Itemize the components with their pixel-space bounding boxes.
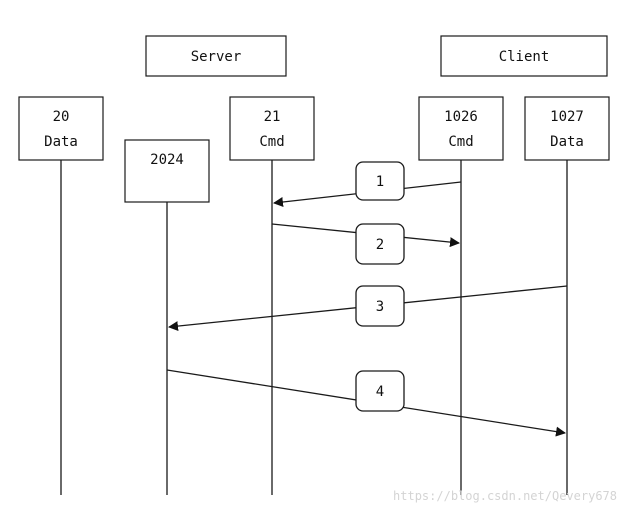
step-badge <box>355 223 405 265</box>
port-role: Cmd <box>448 134 473 150</box>
port-box-1026: 1026 Cmd <box>418 96 504 161</box>
step-badge <box>355 370 405 412</box>
port-role: Cmd <box>259 134 284 150</box>
port-box-20: 20 Data <box>18 96 104 161</box>
port-number: 20 <box>53 109 70 125</box>
server-group-header: Server <box>145 35 287 77</box>
message-4: 4 <box>166 369 566 437</box>
step-number: 4 <box>376 384 384 400</box>
message-1: 1 <box>273 161 462 207</box>
port-box-21: 21 Cmd <box>229 96 315 161</box>
port-number: 2024 <box>150 152 184 168</box>
step-badge <box>355 285 405 327</box>
client-group-header: Client <box>440 35 608 77</box>
port-box-2024: 2024 <box>124 139 210 203</box>
port-role: Data <box>550 134 584 150</box>
lifelines <box>60 160 568 495</box>
watermark-text: https://blog.csdn.net/Qevery678 <box>393 489 617 503</box>
port-number: 1026 <box>444 109 478 125</box>
client-label: Client <box>499 49 550 65</box>
port-box-1027: 1027 Data <box>524 96 610 161</box>
server-label: Server <box>191 49 242 65</box>
message-3: 3 <box>168 285 568 332</box>
step-number: 1 <box>376 174 384 190</box>
port-number: 1027 <box>550 109 584 125</box>
message-2: 2 <box>271 223 460 265</box>
step-number: 3 <box>376 299 384 315</box>
port-number: 21 <box>264 109 281 125</box>
step-number: 2 <box>376 237 384 253</box>
step-badge <box>355 161 405 201</box>
port-role: Data <box>44 134 78 150</box>
